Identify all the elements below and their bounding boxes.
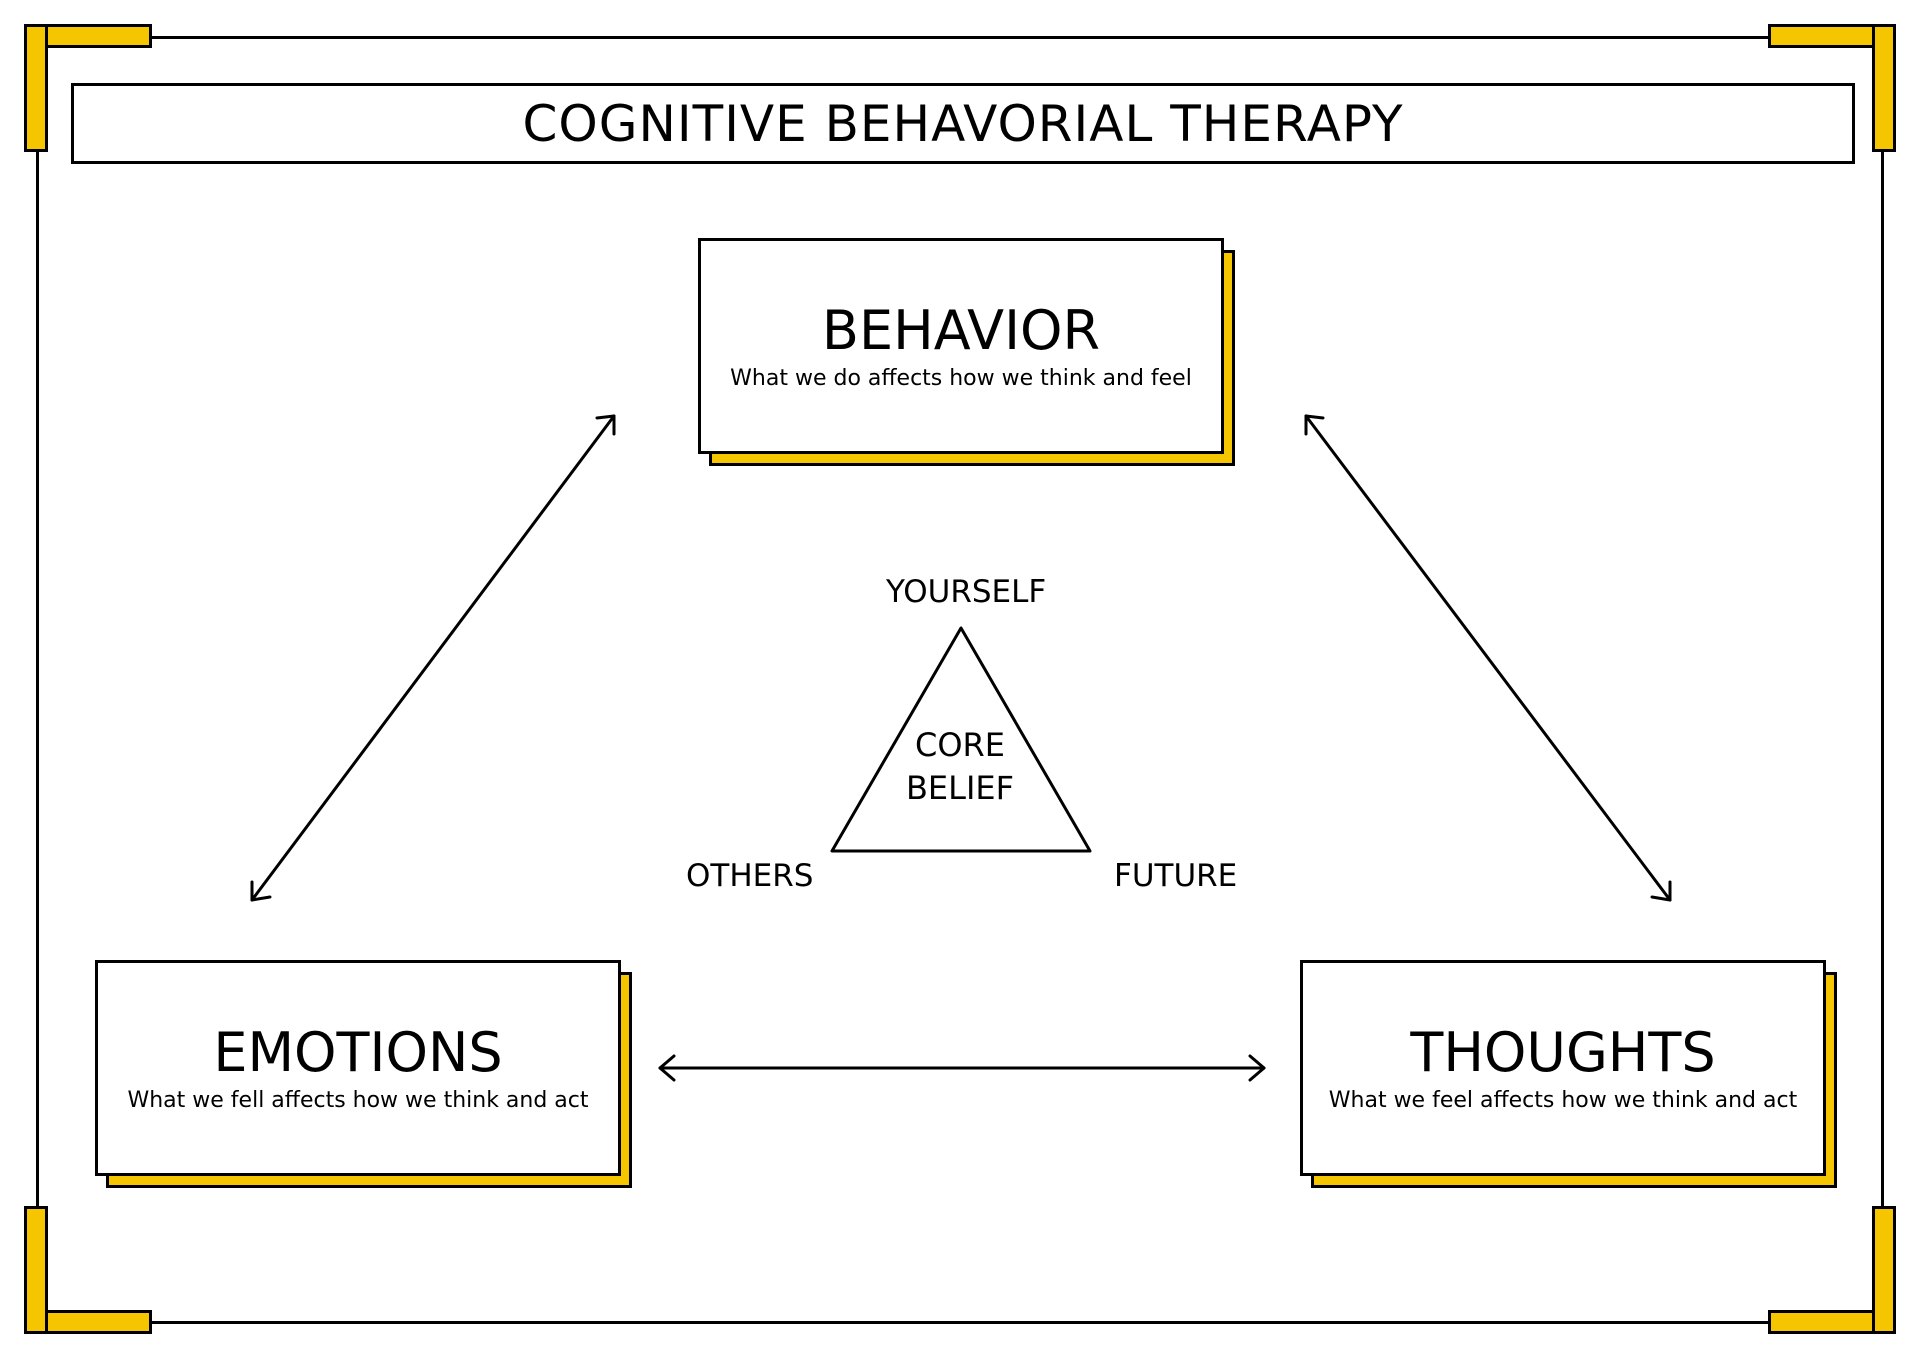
core-belief-line-2: BELIEF [905,769,1015,807]
emotions-node: EMOTIONS What we fell affects how we thi… [95,960,621,1176]
core-belief-label: CORE BELIEF [860,724,1060,810]
core-belief-line-1: CORE [915,726,1005,764]
behavior-node: BEHAVIOR What we do affects how we think… [698,238,1224,454]
edge-behavior-thoughts [1304,414,1672,902]
thoughts-subtitle: What we feel affects how we think and ac… [1328,1088,1798,1114]
corner-bottom-left-vertical [24,1206,48,1334]
behavior-subtitle: What we do affects how we think and feel [730,366,1192,392]
thoughts-node: THOUGHTS What we feel affects how we thi… [1300,960,1826,1176]
edge-emotions-thoughts [658,1054,1266,1082]
emotions-title: EMOTIONS [213,1020,503,1084]
behavior-title: BEHAVIOR [821,298,1101,362]
vertex-label-future: FUTURE [1114,858,1238,894]
thoughts-title: THOUGHTS [1410,1020,1716,1084]
corner-bottom-right-vertical [1872,1206,1896,1334]
page-title: COGNITIVE BEHAVORIAL THERAPY [522,94,1404,153]
vertex-label-yourself: YOURSELF [886,574,1047,610]
corner-top-right-vertical [1872,24,1896,152]
emotions-subtitle: What we fell affects how we think and ac… [127,1088,589,1114]
edge-behavior-emotions [250,414,616,902]
vertex-label-others: OTHERS [686,858,814,894]
outer-frame [36,36,1884,1324]
title-banner: COGNITIVE BEHAVORIAL THERAPY [71,83,1855,164]
corner-top-left-vertical [24,24,48,152]
core-belief-triangle [830,626,1092,853]
